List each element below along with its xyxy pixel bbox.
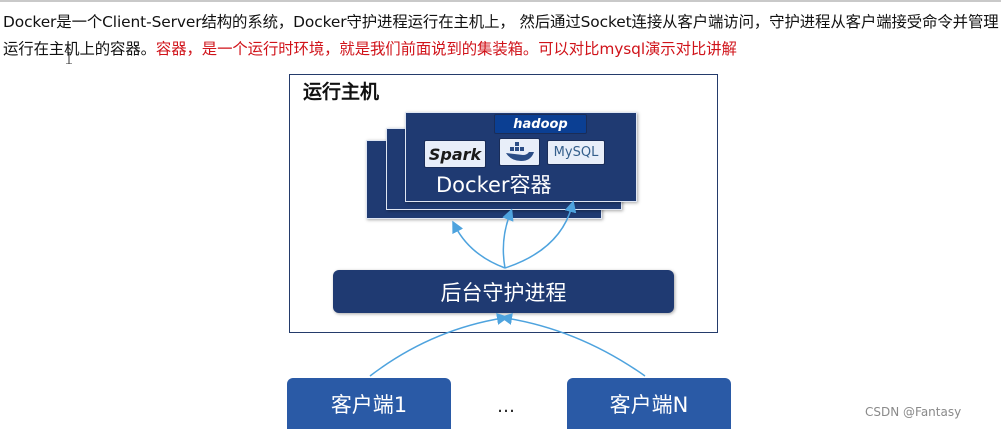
hadoop-logo: hadoop [494,114,587,134]
paragraph-line-1: Docker是一个Client-Server结构的系统，Docker守护进程运行… [3,13,892,31]
mysql-logo: MySQL [547,140,605,165]
top-divider [0,0,1001,2]
description-paragraph: Docker是一个Client-Server结构的系统，Docker守护进程运行… [3,9,999,63]
host-title: 运行主机 [303,81,380,103]
paragraph-line-2-black: 接受命令并管理运行在主机上的容器。 [3,13,999,58]
arrow-daemon-to-container-right [504,200,577,269]
spark-logo-text: Spark [428,144,482,164]
whale-icon [505,142,534,161]
text-cursor-icon [66,52,72,64]
daemon-label: 后台守护进程 [440,280,567,305]
watermark: CSDN @Fantasy [865,405,962,419]
docker-whale-icon [499,138,540,166]
client-1-box: 客户端1 [287,378,451,429]
spark-logo: Spark [424,140,486,168]
client-n-box: 客户端N [567,378,731,429]
arrow-client1-to-daemon [369,313,509,377]
client-1-label: 客户端1 [330,392,408,417]
mysql-logo-text: MySQL [553,145,599,160]
client-n-label: 客户端N [609,392,689,417]
hadoop-logo-text: hadoop [513,116,568,132]
paragraph-line-2-red: 容器，是一个运行时环境，就是我们前面说到的集装箱。可以对比mysql演示对比讲解 [155,40,737,58]
clients-ellipsis: … [497,396,516,417]
daemon-box [333,270,674,313]
container-label: Docker容器 [436,173,552,197]
arrow-daemon-to-container-mid [502,208,514,269]
arrow-daemon-to-container-left [452,220,506,269]
arrow-clientn-to-daemon [500,313,646,377]
